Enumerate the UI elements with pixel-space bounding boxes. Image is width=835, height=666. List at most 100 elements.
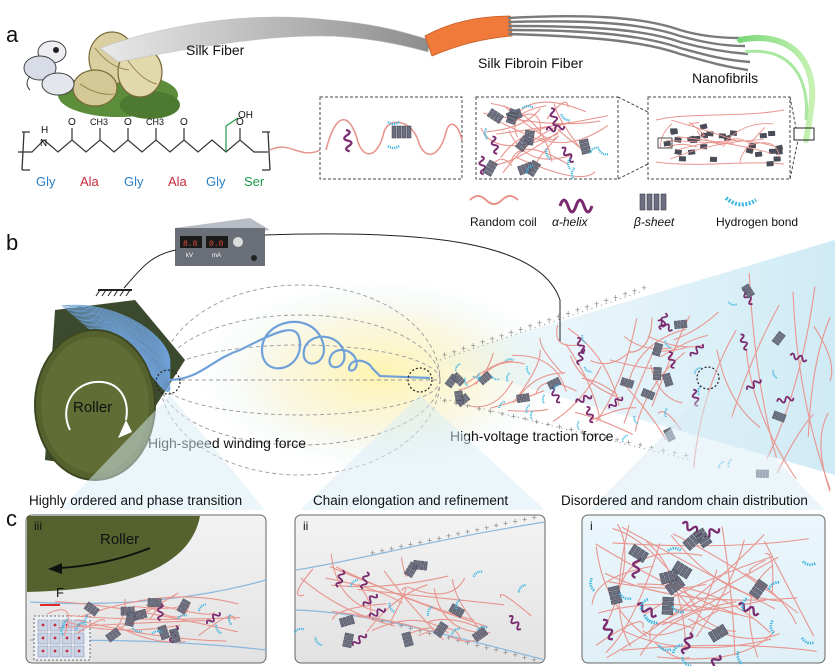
aa-label-ser: Ser (244, 174, 265, 189)
panel-c-roller (27, 516, 200, 592)
svg-text:+: + (575, 305, 580, 315)
legend-random-coil: Random coil (470, 215, 537, 229)
svg-text:+: + (456, 636, 461, 646)
molecular-motifs (343, 101, 784, 179)
spinning-jet (167, 320, 431, 382)
svg-text:+: + (452, 347, 457, 357)
svg-text:+: + (461, 344, 466, 354)
svg-text:+: + (380, 616, 385, 626)
svg-text:+: + (569, 425, 574, 435)
svg-text:+: + (547, 315, 552, 325)
svg-text:+: + (427, 628, 432, 638)
svg-text:+: + (456, 529, 461, 539)
svg-text:+: + (427, 535, 432, 545)
high-voltage-power-supply: 8.8 0.0 kV mA (175, 218, 270, 266)
panel-letter-a: a (6, 22, 19, 47)
chem-o-1: O (68, 117, 76, 128)
legend-alpha-helix: α-helix (552, 215, 589, 229)
svg-text:+: + (477, 404, 482, 414)
svg-text:+: + (580, 427, 585, 437)
svg-text:+: + (418, 626, 423, 636)
chem-o-3: O (180, 117, 188, 128)
svg-text:+: + (537, 318, 542, 328)
power-cable-needle (264, 233, 561, 342)
svg-text:+: + (503, 648, 508, 658)
svg-text:+: + (513, 517, 518, 527)
svg-text:+: + (557, 422, 562, 432)
aa-label-gly-3: Gly (206, 174, 226, 189)
svg-text:+: + (594, 299, 599, 309)
silk-fiber-label: Silk Fiber (186, 42, 245, 58)
svg-text:+: + (370, 548, 375, 558)
jet-landing-zoom-circle (155, 369, 181, 395)
aa-label-ala-2: Ala (168, 174, 188, 189)
svg-text:+: + (418, 538, 423, 548)
svg-text:+: + (534, 417, 539, 427)
aa-label-gly-2: Gly (124, 174, 144, 189)
traction-cone-top-edge (439, 291, 641, 361)
svg-text:+: + (613, 292, 618, 302)
traction-field-cone (430, 240, 835, 475)
peptide-chemical-structure (18, 117, 271, 171)
svg-text:+: + (638, 440, 643, 450)
roman-i: i (590, 519, 593, 533)
svg-text:+: + (380, 546, 385, 556)
roller-label: Roller (73, 399, 112, 416)
svg-text:+: + (494, 645, 499, 655)
zoom-box-nanofibril (647, 96, 791, 180)
svg-text:+: + (632, 286, 637, 296)
panel-letter-c: c (6, 506, 17, 531)
chem-oh: OH (238, 110, 253, 121)
svg-text:+: + (465, 527, 470, 537)
power-cable-roller (123, 249, 177, 289)
svg-text:+: + (442, 350, 447, 360)
svg-text:+: + (532, 655, 537, 665)
svg-text:8.8: 8.8 (183, 240, 198, 249)
svg-text:+: + (480, 337, 485, 347)
chem-o-2: O (124, 117, 132, 128)
nanofibrils-label: Nanofibrils (692, 70, 758, 86)
svg-text:+: + (623, 289, 628, 299)
zoom-box-network (475, 96, 619, 180)
power-supply-ma: mA (212, 253, 221, 259)
svg-text:+: + (503, 519, 508, 529)
svg-text:+: + (399, 542, 404, 552)
svg-text:+: + (475, 640, 480, 650)
svg-text:+: + (490, 334, 495, 344)
svg-text:0.0: 0.0 (209, 240, 224, 249)
chem-n-1: N (40, 138, 47, 149)
svg-text:+: + (603, 432, 608, 442)
panel-letter-b: b (6, 230, 18, 255)
svg-text:+: + (484, 523, 489, 533)
svg-text:+: + (518, 324, 523, 334)
chem-ch3-2: CH3 (146, 117, 164, 127)
panel-c-title-left: Highly ordered and phase transition (29, 493, 242, 508)
svg-text:+: + (642, 283, 647, 293)
svg-text:+: + (494, 521, 499, 531)
structure-legend: Random coil α-helix β-sheet Hydrogen bon… (469, 193, 798, 229)
svg-text:+: + (499, 331, 504, 341)
cone-fiber-network (444, 273, 833, 492)
panel-c-title-right: Disordered and random chain distribution (561, 493, 808, 508)
svg-text:+: + (523, 414, 528, 424)
legend-hydrogen-bond: Hydrogen bond (716, 215, 798, 229)
panel-c-networks (46, 520, 817, 666)
svg-text:+: + (604, 296, 609, 306)
zoom-box-single-chain (319, 96, 463, 180)
svg-text:+: + (437, 533, 442, 543)
svg-text:+: + (615, 435, 620, 445)
svg-text:+: + (585, 302, 590, 312)
silk-fibroin-fiber-label: Silk Fibroin Fiber (478, 55, 583, 71)
roman-iii: iii (34, 519, 42, 533)
svg-text:+: + (528, 321, 533, 331)
chem-o-4: O (236, 117, 244, 128)
svg-text:+: + (546, 419, 551, 429)
jet-taylor-zoom-circle (407, 367, 433, 393)
svg-text:+: + (408, 540, 413, 550)
panel-c-roller-label: Roller (100, 531, 139, 548)
power-supply-kv: kV (186, 253, 193, 259)
silkworm-cocoon-illustration (23, 31, 180, 119)
silk-fibroin-fiber-strand (424, 15, 513, 57)
fibril-bundle (507, 14, 751, 72)
svg-text:+: + (626, 438, 631, 448)
